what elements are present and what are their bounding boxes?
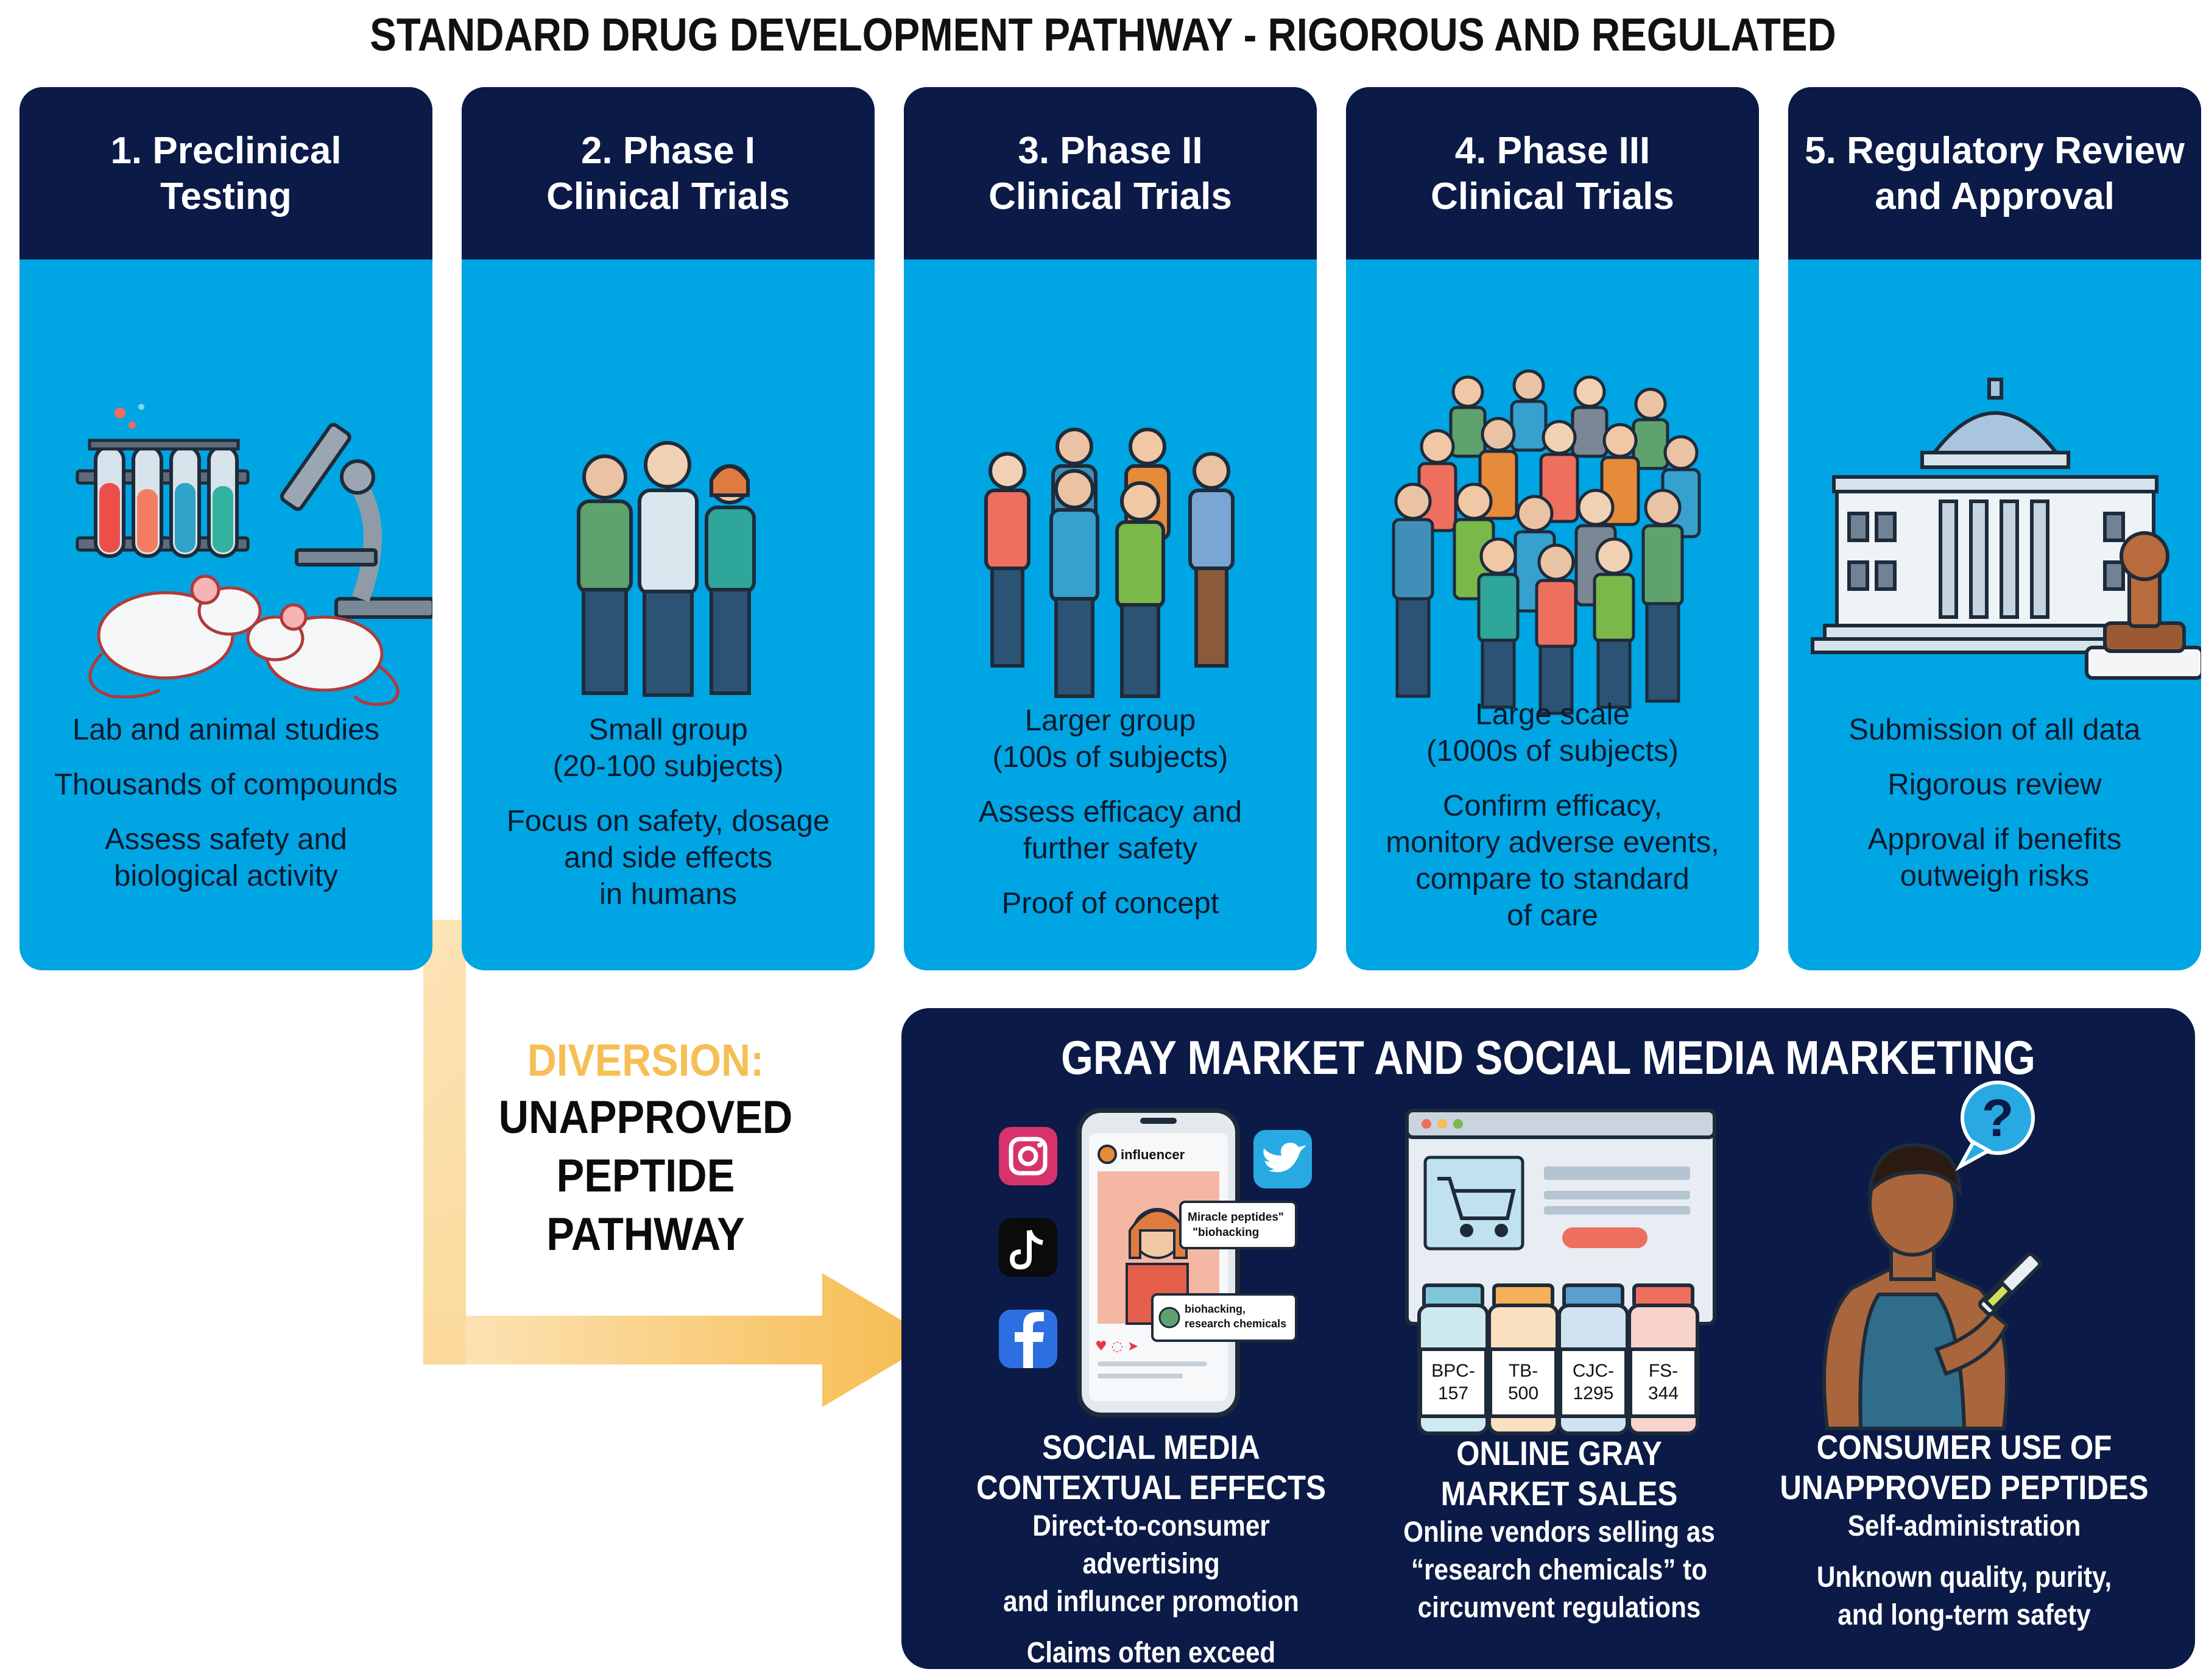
stage-card-phase-2: 3. Phase II Clinical Trials Larger group… — [904, 87, 1317, 970]
tiktok-icon — [999, 1218, 1057, 1277]
larger-group-illustration — [984, 428, 1235, 698]
stage-title: 2. Phase I Clinical Trials — [546, 129, 790, 217]
stage-description: Large scale(1000s of subjects) Confirm e… — [1386, 698, 1719, 932]
lab-illustration — [76, 404, 432, 706]
stage-card-preclinical: 1. Preclinical Testing — [19, 87, 432, 970]
column-gray-market-sales: ONLINE GRAY MARKET SALES Online vendors … — [1403, 1434, 1715, 1624]
vial-label: 157 — [1438, 1383, 1468, 1403]
comment-bubble-2: biohacking, research chemicals — [1151, 1293, 1297, 1342]
column-social-media: SOCIAL MEDIA CONTEXTUAL EFFECTS Direct-t… — [976, 1428, 1327, 1669]
vial-label: 1295 — [1573, 1383, 1614, 1403]
column-consumer-use: CONSUMER USE OF UNAPPROVED PEPTIDES Self… — [1780, 1428, 2149, 1631]
svg-text:"biohacking: "biohacking — [1193, 1226, 1259, 1239]
question-bubble-icon: ? — [1955, 1081, 2035, 1171]
stage-header: 2. Phase I Clinical Trials — [462, 87, 875, 259]
smartphone-icon: influencer ♥ ◌ ➤ — [1077, 1108, 1240, 1417]
stage-description: Small group(20-100 subjects) Focus on sa… — [506, 713, 830, 911]
microscope-icon — [280, 423, 432, 619]
rats-icon — [88, 574, 400, 706]
svg-text:♥ ◌ ➤: ♥ ◌ ➤ — [1095, 1339, 1138, 1354]
stage-title: 1. Preclinical Testing — [110, 129, 342, 217]
vial-labels: BPC- 157 TB- 500 CJC- 1295 FS- 344 — [1431, 1361, 1679, 1403]
stage-title: 3. Phase II Clinical Trials — [988, 129, 1232, 217]
large-crowd-illustration — [1392, 369, 1701, 715]
gray-market-title: GRAY MARKET AND SOCIAL MEDIA MARKETING — [1061, 1031, 2035, 1084]
instagram-icon — [999, 1127, 1057, 1185]
stage-description: Submission of all data Rigorous review A… — [1848, 713, 2141, 892]
svg-text:research chemicals: research chemicals — [1185, 1318, 1286, 1330]
stage-header: 1. Preclinical Testing — [19, 87, 432, 259]
page-title: STANDARD DRUG DEVELOPMENT PATHWAY - RIGO… — [370, 9, 1836, 61]
stage-title: 4. Phase III Clinical Trials — [1431, 129, 1674, 217]
stamp-icon — [2085, 531, 2201, 680]
gray-market-illustrations: influencer ♥ ◌ ➤ Miracle peptides" "bioh… — [999, 1081, 2042, 1435]
stage-header: 3. Phase II Clinical Trials — [904, 87, 1317, 259]
stage-title: 5. Regulatory Review and Approval — [1805, 129, 2185, 217]
test-tubes-icon — [76, 404, 250, 558]
consumer-injecting-icon — [1822, 1143, 2042, 1430]
vial-label: BPC- — [1431, 1361, 1475, 1381]
vial-label: FS- — [1649, 1361, 1678, 1381]
comment-bubble-1: Miracle peptides" "biohacking — [1179, 1201, 1297, 1249]
question-mark: ? — [1982, 1089, 2014, 1148]
small-group-illustration — [577, 441, 756, 697]
phone-username: influencer — [1121, 1147, 1185, 1162]
svg-text:Miracle peptides": Miracle peptides" — [1188, 1211, 1284, 1224]
stage-header: 5. Regulatory Review and Approval — [1788, 87, 2201, 259]
stage-card-regulatory: 5. Regulatory Review and Approval — [1788, 87, 2201, 970]
stage-description: Larger group(100s of subjects) Assess ef… — [978, 704, 1242, 920]
vial-label: 500 — [1508, 1383, 1538, 1403]
stage-description: Lab and animal studies Thousands of comp… — [54, 713, 398, 892]
twitter-icon — [1253, 1130, 1312, 1188]
svg-text:biohacking,: biohacking, — [1185, 1303, 1246, 1315]
gray-market-panel: GRAY MARKET AND SOCIAL MEDIA MARKETING — [901, 1008, 2195, 1669]
stage-card-phase-1: 2. Phase I Clinical Trials Small group(2… — [462, 87, 875, 970]
vial-label: 344 — [1648, 1383, 1679, 1403]
building-icon — [1811, 378, 2180, 654]
stage-card-phase-3: 4. Phase III Clinical Trials — [1346, 87, 1759, 970]
peptide-vials-icon — [1417, 1283, 1699, 1435]
vial-label: CJC- — [1573, 1361, 1614, 1381]
vial-label: TB- — [1509, 1361, 1538, 1381]
government-building-illustration — [1811, 378, 2201, 680]
facebook-icon — [999, 1310, 1057, 1368]
diversion-label: DIVERSION: UNAPPROVED PEPTIDE PATHWAY — [498, 1035, 793, 1260]
shopping-cart-icon — [1437, 1177, 1516, 1237]
stage-header: 4. Phase III Clinical Trials — [1346, 87, 1759, 259]
